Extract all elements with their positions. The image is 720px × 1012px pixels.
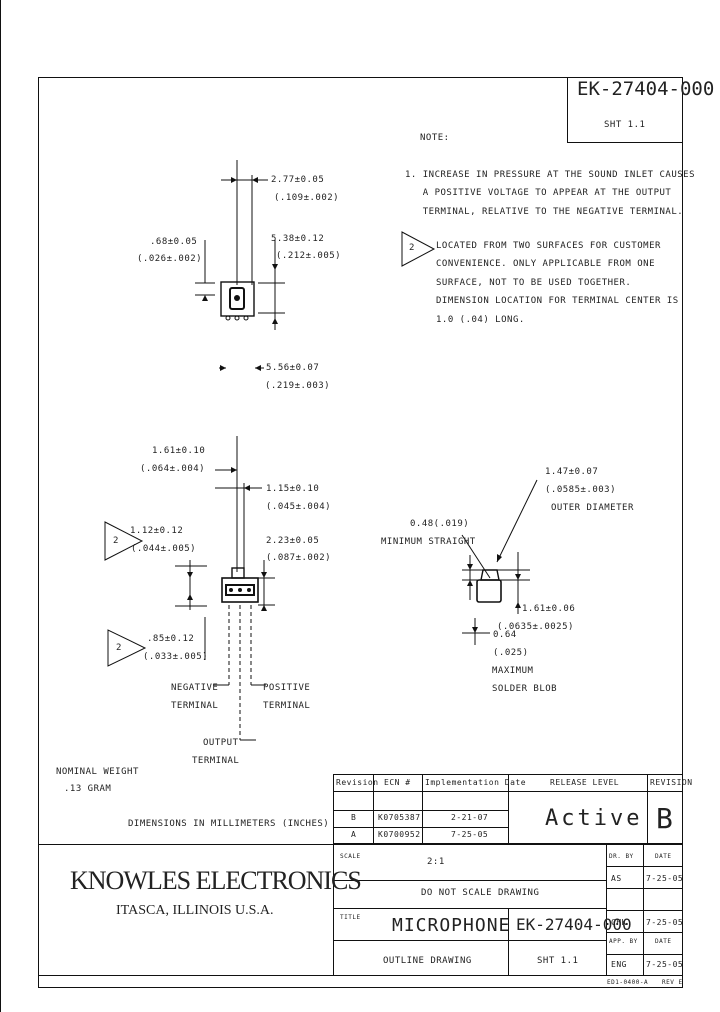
footer-revision: REV E [662,979,683,986]
front-dim-a-mm: 1.61±0.10 [152,446,206,456]
top-dim-b-in: (.026±.002) [137,254,203,264]
sign-1-label: DR. BY [609,853,634,860]
subtitle-value: OUTLINE DRAWING [383,956,472,966]
top-dim-d-mm: 5.56±0.07 [266,363,320,373]
positive-terminal-label-2: TERMINAL [263,701,311,711]
scale-value: 2:1 [427,857,445,867]
sign-4-date: DATE [655,938,672,945]
note-2-line-5: 1.0 (.04) LONG. [436,315,525,325]
top-dim-c-in: (.212±.005) [276,251,342,261]
front-dim-d-in: (.087±.002) [266,553,332,563]
side-straight-label: MINIMUM STRAIGHT [381,537,476,547]
front-flag-number-2: 2 [116,643,122,653]
front-dim-e-mm: .85±0.12 [147,634,195,644]
weight-value: .13 GRAM [64,784,112,794]
company-location: ITASCA, ILLINOIS U.S.A. [116,903,274,918]
note-2-line-2: CONVENIENCE. ONLY APPLICABLE FROM ONE [436,259,655,269]
left-margin-line [0,0,1,1012]
title-value: MICROPHONE [392,915,511,936]
side-outer-mm: 1.47±0.07 [545,467,599,477]
side-solder-mm: 0.64 [493,630,517,640]
front-flag-number: 2 [113,536,119,546]
output-terminal-label: OUTPUT [203,738,239,748]
drawing-sheet: SHT 1.1 [604,120,646,130]
rev-row-2-date: 7-25-05 [451,830,489,839]
sign-3-date: 7-25-05 [646,918,684,927]
drawing-number: EK-27404-000 [577,78,715,100]
rev-row-1-ecn: K0705387 [378,813,421,822]
rev-row-1-rev: B [351,813,357,822]
output-terminal-label-2: TERMINAL [192,756,240,766]
sign-3-label: CHK [611,918,627,927]
release-level-value: Active [545,806,643,831]
note-1-line-1: 1. INCREASE IN PRESSURE AT THE SOUND INL… [405,170,696,180]
rev-header-date: Implementation Date [425,778,527,787]
top-dim-d-in: (.219±.003) [265,381,331,391]
note-2-line-1: LOCATED FROM TWO SURFACES FOR CUSTOMER [436,241,661,251]
side-dim-h-mm: 1.61±0.06 [522,604,576,614]
sign-5-date: 7-25-05 [646,960,684,969]
top-dim-a-mm: 2.77±0.05 [271,175,325,185]
note-2-line-3: SURFACE, NOT TO BE USED TOGETHER. [436,278,632,288]
note-2-flag-number: 2 [409,243,415,253]
title-block [38,844,683,988]
front-dim-b-mm: 1.15±0.10 [266,484,320,494]
rev-header-revision: Revision [336,778,379,787]
title-label: TITLE [340,914,361,921]
scale-label: SCALE [340,853,361,860]
front-dim-b-in: (.045±.004) [266,502,332,512]
sign-2-date: 7-25-05 [646,874,684,883]
drawing-number-box [567,77,683,143]
sign-1-date: DATE [655,853,672,860]
note-1-line-3: TERMINAL, RELATIVE TO THE NEGATIVE TERMI… [405,207,684,217]
positive-terminal-label: POSITIVE [263,683,311,693]
rev-row-2-ecn: K0700952 [378,830,421,839]
do-not-scale: DO NOT SCALE DRAWING [421,888,540,898]
sign-4-label: APP. BY [609,938,638,945]
release-level-label: RELEASE LEVEL [550,778,620,787]
top-dim-a-in: (.109±.002) [274,193,340,203]
notes-header: NOTE: [420,133,450,143]
title-drawing-number: EK-27404-000 [516,915,632,934]
top-dim-b-mm: .68±0.05 [150,237,198,247]
top-dim-c-mm: 5.38±0.12 [271,234,325,244]
rev-row-1-date: 2-21-07 [451,813,489,822]
footer-form-number: ED1-0400-A [607,979,649,986]
side-outer-label: OUTER DIAMETER [551,503,634,513]
rev-header-ecn: ECN # [384,778,411,787]
side-straight-value: 0.48(.019) [410,519,470,529]
company-name: KNOWLES ELECTRONICS [70,866,362,895]
side-solder-label-2: SOLDER BLOB [492,684,558,694]
note-1-line-2: A POSITIVE VOLTAGE TO APPEAR AT THE OUTP… [405,188,672,198]
revision-label: REVISION [650,778,693,787]
front-dim-e-in: (.033±.005) [143,652,209,662]
front-dim-d-mm: 2.23±0.05 [266,536,320,546]
dimensions-note: DIMENSIONS IN MILLIMETERS (INCHES) [128,819,330,829]
side-dim-h-in: (.0635±.0025) [497,622,574,632]
front-dim-c-in: (.044±.005) [131,544,197,554]
side-solder-label-1: MAXIMUM [492,666,534,676]
note-2-line-4: DIMENSION LOCATION FOR TERMINAL CENTER I… [436,296,679,306]
rev-row-2-rev: A [351,830,357,839]
front-dim-c-mm: 1.12±0.12 [130,526,184,536]
title-sheet: SHT 1.1 [537,956,579,966]
sign-2-label: AS [611,874,622,883]
weight-label: NOMINAL WEIGHT [56,767,139,777]
side-outer-in: (.0585±.003) [545,485,617,495]
front-dim-a-in: (.064±.004) [140,464,206,474]
negative-terminal-label-2: TERMINAL [171,701,219,711]
revision-value: B [656,802,674,835]
sign-5-label: ENG [611,960,627,969]
side-solder-in: (.025) [493,648,529,658]
negative-terminal-label: NEGATIVE [171,683,219,693]
